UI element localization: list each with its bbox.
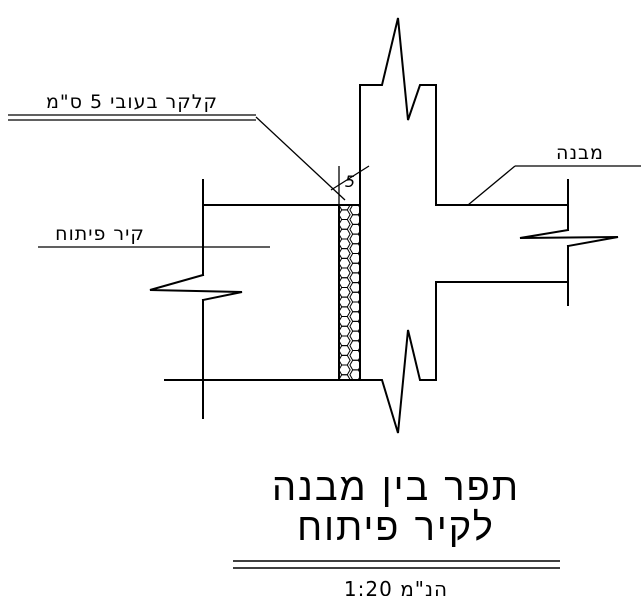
structure-outline: [359, 17, 619, 434]
hatch-cell: [339, 364, 351, 376]
hatch-cell: [339, 335, 351, 347]
hatch-cell: [339, 228, 351, 240]
drawing-title-line2: לקיר פיתוח: [297, 505, 495, 549]
hatch-cell: [339, 209, 351, 221]
hatch-cell: [339, 248, 351, 259]
dimension-text: 5: [345, 172, 355, 191]
hatch-cell: [339, 296, 351, 308]
title-underline: [233, 560, 560, 569]
hatch-cell: [339, 354, 351, 366]
scale-note: 1:20 הנ"מ: [344, 577, 448, 596]
development-wall-label: קיר פיתוח: [55, 223, 145, 245]
insulation-hatch: [339, 205, 361, 380]
hatch-cell: [339, 316, 351, 327]
hatch-cell: [339, 219, 351, 230]
hatch-cell: [339, 267, 351, 279]
insulation-leader: [8, 114, 346, 201]
hatch-cell: [351, 379, 360, 380]
hatch-cell: [339, 325, 351, 337]
hatch-cell: [339, 374, 351, 380]
dimension-mark: [330, 165, 370, 205]
hatch-cell: [339, 257, 351, 269]
hatch-cell: [339, 345, 351, 356]
drawing-title-line1: תפר בין מבנה: [272, 465, 520, 509]
hatch-cell: [339, 286, 351, 298]
hatch-cell: [339, 277, 351, 288]
structure-label: מבנה: [556, 142, 604, 164]
hatch-cell: [339, 238, 351, 250]
insulation-label: קלקר בעובי 5 ס"מ: [46, 91, 218, 113]
development-wall-outline: [149, 179, 361, 419]
hatch-cell: [339, 306, 351, 318]
structure-leader: [467, 165, 641, 206]
